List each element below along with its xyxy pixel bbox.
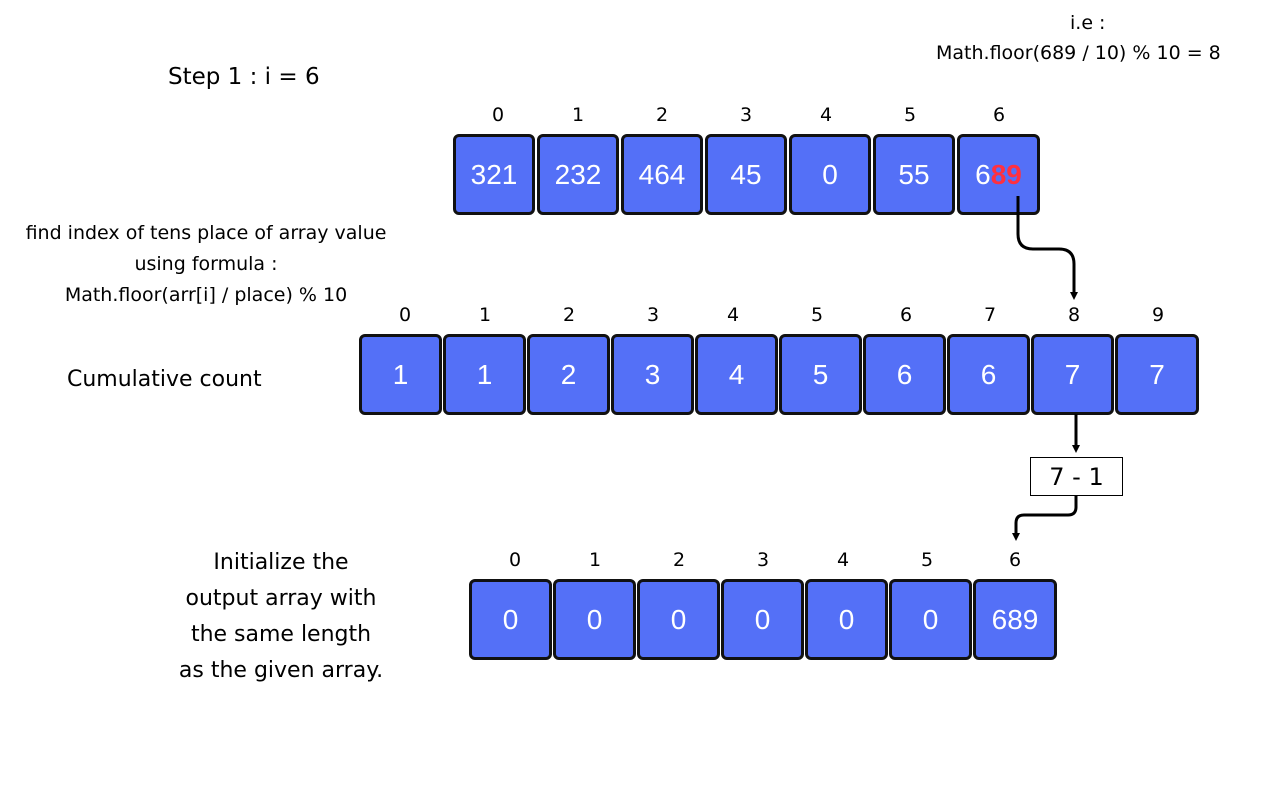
output-index: 6: [1008, 549, 1022, 571]
count-cell-value: 3: [644, 358, 661, 390]
input-index: 6: [992, 104, 1006, 126]
input-cell: 0: [789, 134, 871, 215]
count-index: 5: [810, 304, 824, 326]
count-cell: 2: [527, 334, 610, 415]
count-index: 6: [899, 304, 913, 326]
output-index: 0: [508, 549, 522, 571]
input-cell-value: 464: [638, 158, 686, 190]
count-cell: 6: [863, 334, 946, 415]
input-cell-value: 0: [822, 158, 838, 190]
ie-formula: Math.floor(689 / 10) % 10 = 8: [936, 42, 1221, 64]
count-index: 8: [1067, 304, 1081, 326]
count-cell-value: 1: [476, 358, 493, 390]
output-cell-value: 0: [586, 603, 603, 635]
output-index: 4: [836, 549, 850, 571]
arrow-decrement-to-output-index: [1012, 496, 1078, 541]
output-cell-value: 0: [670, 603, 687, 635]
input-index: 5: [903, 104, 917, 126]
output-cell: 0: [805, 579, 888, 660]
output-index: 2: [672, 549, 686, 571]
input-cell-value: 232: [554, 158, 602, 190]
input-index: 2: [655, 104, 669, 126]
output-index: 1: [588, 549, 602, 571]
count-cell-value: 2: [560, 358, 577, 390]
input-cell: 232: [537, 134, 619, 215]
count-cell: 6: [947, 334, 1030, 415]
count-cell-value: 5: [812, 358, 829, 390]
input-index: 1: [571, 104, 585, 126]
arrow-digit-to-count-index: [1016, 196, 1078, 300]
output-cell-value: 689: [991, 603, 1039, 635]
output-cell-value: 0: [754, 603, 771, 635]
input-cell-value: 45: [730, 158, 762, 190]
input-index: 0: [491, 104, 505, 126]
count-cell-selected: 7: [1031, 334, 1114, 415]
output-cell: 0: [721, 579, 804, 660]
count-cell-value: 4: [728, 358, 745, 390]
cumulative-count-label: Cumulative count: [67, 367, 262, 392]
output-index: 3: [756, 549, 770, 571]
count-cell: 1: [443, 334, 526, 415]
count-cell: 1: [359, 334, 442, 415]
output-index: 5: [920, 549, 934, 571]
input-cell-value: 55: [898, 158, 930, 190]
count-cell-value: 1: [392, 358, 409, 390]
output-cell: 0: [637, 579, 720, 660]
count-index: 0: [398, 304, 412, 326]
count-cell-value: 6: [896, 358, 913, 390]
count-index: 1: [478, 304, 492, 326]
step-title: Step 1 : i = 6: [168, 64, 320, 90]
count-cell: 5: [779, 334, 862, 415]
count-index: 3: [646, 304, 660, 326]
count-index: 7: [983, 304, 997, 326]
output-cell: 0: [469, 579, 552, 660]
decrement-box: 7 - 1: [1030, 457, 1123, 496]
count-index: 9: [1151, 304, 1165, 326]
count-cell-value: 6: [980, 358, 997, 390]
count-index: 2: [562, 304, 576, 326]
count-cell-value: 7: [1149, 358, 1165, 390]
count-cell-value: 7: [1064, 358, 1081, 390]
count-cell: 3: [611, 334, 694, 415]
output-cell-value: 0: [838, 603, 855, 635]
output-cell: 0: [889, 579, 972, 660]
input-cell: 321: [453, 134, 535, 215]
input-cell: 464: [621, 134, 703, 215]
count-cell: 4: [695, 334, 778, 415]
ie-label: i.e :: [1070, 12, 1106, 34]
output-cell-filled: 689: [973, 579, 1057, 660]
find-index-description: find index of tens place of array value …: [25, 222, 387, 306]
tens-digit-highlight: 89: [990, 158, 1022, 190]
output-cell: 0: [553, 579, 636, 660]
input-cell: 45: [705, 134, 787, 215]
output-cell-value: 0: [922, 603, 939, 635]
initialize-output-description: Initialize the output array with the sam…: [178, 550, 384, 683]
input-index: 3: [739, 104, 753, 126]
count-index: 4: [726, 304, 740, 326]
input-cell: 55: [873, 134, 955, 215]
decrement-label: 7 - 1: [1049, 462, 1104, 491]
output-cell-value: 0: [502, 603, 519, 635]
input-index: 4: [819, 104, 833, 126]
input-cell-value-prefix: 6: [975, 158, 991, 190]
input-cell-value: 321: [470, 158, 518, 190]
count-cell: 7: [1115, 334, 1199, 415]
